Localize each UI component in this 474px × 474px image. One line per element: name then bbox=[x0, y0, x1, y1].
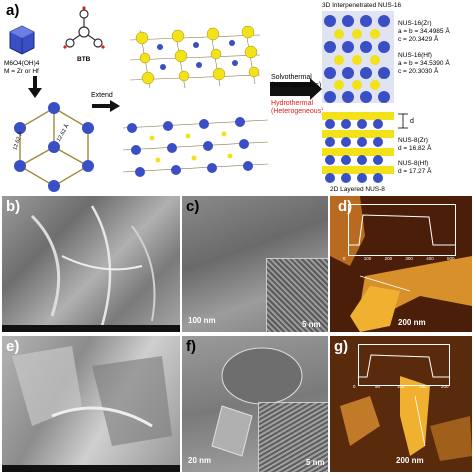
panel-label-b: b) bbox=[6, 198, 21, 215]
nus16zr-label: NUS-16(Zr) bbox=[398, 20, 432, 27]
nus16zr-ab: a = b = 34.4985 Å bbox=[398, 28, 450, 35]
afm-height-profile-d bbox=[348, 204, 456, 256]
nus16hf-label: NUS-16(Hf) bbox=[398, 52, 432, 59]
afm-profile-tick-label: 0 bbox=[343, 256, 346, 261]
nus16-structure-diagram bbox=[322, 11, 394, 103]
afm-profile-tick-label: 400 bbox=[426, 256, 434, 261]
d-spacing-label: d bbox=[410, 118, 414, 125]
panel-label-g: g) bbox=[334, 338, 349, 355]
scale-label-g: 200 nm bbox=[396, 456, 424, 465]
extend-label: Extend bbox=[91, 92, 113, 99]
scale-label-c: 100 nm bbox=[188, 316, 216, 325]
down-arrow-icon bbox=[28, 76, 42, 98]
afm-profile-tick-label: 100 bbox=[363, 256, 372, 261]
nus8zr-label: NUS-8(Zr) bbox=[398, 137, 428, 144]
btb-linker-icon bbox=[63, 6, 105, 49]
nus8zr-d: d = 16.82 Å bbox=[398, 145, 432, 152]
nus8-structure-diagram bbox=[322, 110, 394, 186]
afm-height-profile-g bbox=[358, 344, 450, 386]
afm-profile-tick-label: 200 bbox=[441, 384, 449, 389]
sem-image-nus16 bbox=[2, 336, 180, 472]
hrtem-inset-f bbox=[258, 402, 328, 472]
afm-image-nus16 bbox=[330, 336, 472, 472]
afm-profile-tick-label: 200 bbox=[384, 256, 393, 261]
panel-label-c: c) bbox=[186, 198, 200, 215]
nus16hf-c: c = 20.3030 Å bbox=[398, 68, 439, 75]
sem-info-bar bbox=[2, 325, 180, 332]
nus8hf-label: NUS-8(Hf) bbox=[398, 160, 429, 167]
btb-label: BTB bbox=[77, 56, 91, 63]
afm-profile-tick-label: 100 bbox=[397, 384, 405, 389]
d-spacing-bracket-icon bbox=[398, 113, 408, 129]
tem-image-nus8 bbox=[182, 196, 328, 332]
reaction-arrow-icon bbox=[270, 78, 322, 100]
title-2d-nus8: 2D Layered NUS-8 bbox=[330, 186, 385, 193]
metal-note: M = Zr or Hf bbox=[4, 68, 39, 75]
cluster-formula: M6O4(OH)4 bbox=[4, 60, 40, 67]
hexagonal-framework-diagram bbox=[14, 102, 94, 192]
nus16zr-c: c = 20.3429 Å bbox=[398, 36, 439, 43]
extend-arrow-icon bbox=[92, 100, 120, 112]
afm-profile-tick-label: 150 bbox=[419, 384, 427, 389]
panel-label-a: a) bbox=[6, 2, 20, 19]
title-3d-nus16: 3D Interpenetrated NUS-16 bbox=[322, 2, 402, 9]
panel-label-f: f) bbox=[186, 338, 196, 355]
solvothermal-label: Solvothermal bbox=[271, 74, 312, 81]
sem-image-nus8 bbox=[2, 196, 180, 332]
scale-label-f-inset: 5 nm bbox=[306, 458, 325, 467]
heterogeneous-framework-diagram bbox=[122, 117, 269, 177]
solvothermal-sublabel: (Homogeneous) bbox=[271, 82, 322, 89]
nus8hf-d: d = 17.27 Å bbox=[398, 168, 432, 175]
homogeneous-framework-diagram bbox=[129, 25, 261, 89]
afm-image-nus8 bbox=[330, 196, 472, 332]
scale-label-c-inset: 5 nm bbox=[302, 320, 321, 329]
hydrothermal-label: Hydrothermal bbox=[271, 100, 314, 107]
nus16hf-ab: a = b = 34.5390 Å bbox=[398, 60, 450, 67]
scale-label-d: 200 nm bbox=[398, 318, 426, 327]
afm-profile-tick-label: 300 bbox=[405, 256, 413, 261]
metal-cluster-icon bbox=[9, 25, 35, 55]
panel-label-d: d) bbox=[338, 198, 353, 215]
sem-info-bar-e bbox=[2, 465, 180, 472]
panel-label-e: e) bbox=[6, 338, 20, 355]
hydrothermal-sublabel: (Heterogeneous) bbox=[271, 108, 324, 115]
afm-profile-tick-label: 0 bbox=[353, 384, 356, 389]
scale-label-f: 20 nm bbox=[188, 456, 212, 465]
hrtem-inset bbox=[266, 258, 328, 332]
afm-profile-tick-label: 50 bbox=[375, 384, 381, 389]
tem-image-nus16 bbox=[182, 336, 328, 472]
afm-profile-tick-label: 500 bbox=[447, 256, 455, 261]
